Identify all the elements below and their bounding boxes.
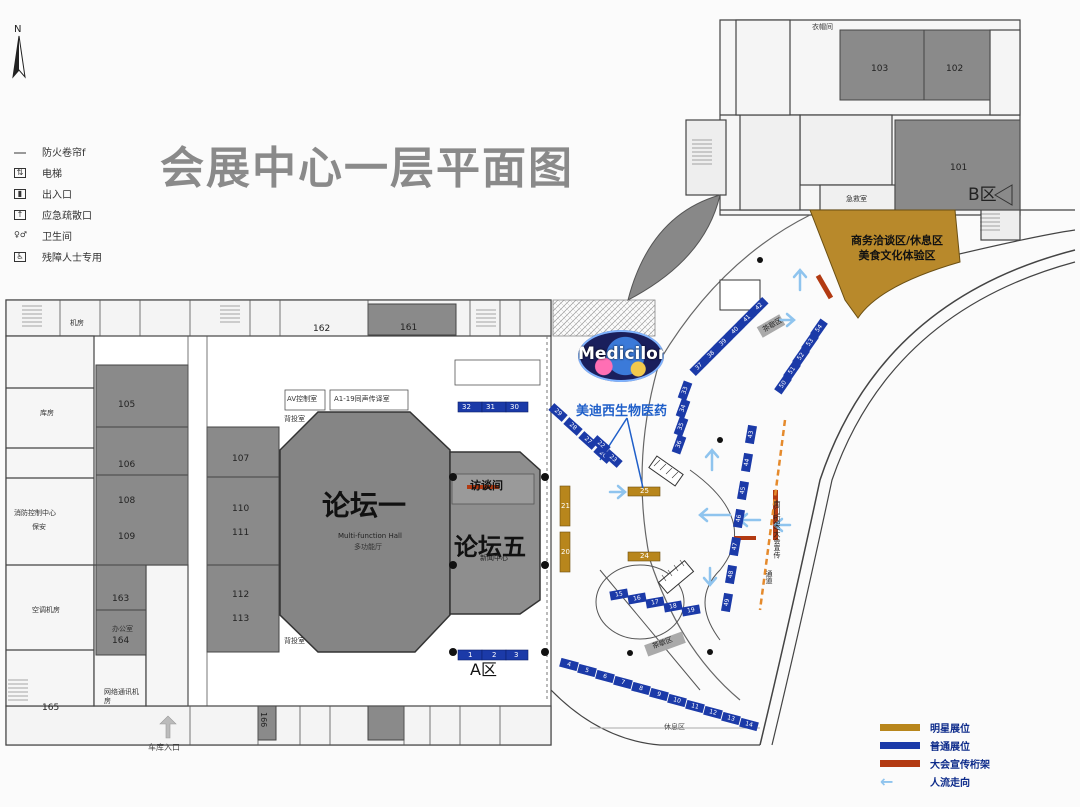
legend-item-emergency: ↑ 应急疏散口 <box>14 204 154 225</box>
booth-24[interactable]: 24 <box>640 552 649 560</box>
room-101: 101 <box>950 163 968 173</box>
food-label: 美食文化体验区 <box>858 249 936 262</box>
legend-booths: 明星展位 普通展位 大会宣传桁架 ← 人流走向 <box>880 718 1000 790</box>
forum-5-sub-label: 新闻中心 <box>480 554 508 562</box>
room-107: 107 <box>232 454 250 464</box>
booth-31[interactable]: 31 <box>486 403 495 411</box>
booth-1[interactable]: 1 <box>468 651 473 659</box>
logo-text: Medicilon <box>578 344 664 364</box>
room-164: 164 <box>112 636 130 646</box>
booth-32[interactable]: 32 <box>462 403 471 411</box>
legend-label: 卫生间 <box>42 232 72 243</box>
room-162: 162 <box>313 324 331 334</box>
coat-room-label: 衣帽间 <box>812 23 833 31</box>
legend-label: 电梯 <box>42 169 62 180</box>
legend-item-star: 明星展位 <box>880 718 1000 736</box>
flow-arrow-icon: ← <box>880 771 894 791</box>
garage-entrance-label: 车库入口 <box>148 743 180 752</box>
legend-label: 普通展位 <box>930 741 970 753</box>
booth-21[interactable]: 21 <box>561 502 570 510</box>
network-room-label: 网络通讯机房 <box>104 688 139 705</box>
legend-label: 人流走向 <box>930 777 970 789</box>
forum-1-sub-label: 多功能厅 <box>354 543 382 551</box>
warehouse-label: 库房 <box>40 409 54 417</box>
entrance-icon: ▮ <box>14 188 26 199</box>
legend-label: 明星展位 <box>930 723 970 735</box>
interview-room-label: 访谈间 <box>470 479 503 492</box>
accessible-icon: ♿ <box>14 251 26 262</box>
security-label: 保安 <box>32 523 46 531</box>
room-113: 113 <box>232 614 250 624</box>
legend-facilities: 防火卷帘f ⇅ 电梯 ▮ 出入口 ↑ 应急疏散口 ♀♂ 卫生间 ♿ 残障人士专用 <box>14 141 154 267</box>
room-165: 165 <box>42 703 60 713</box>
legend-item-entrance: ▮ 出入口 <box>14 183 154 204</box>
legend-label: 残障人士专用 <box>42 253 102 264</box>
room-111: 111 <box>232 528 250 538</box>
av-control-label: AV控制室 <box>287 395 318 403</box>
room-106: 106 <box>118 460 136 470</box>
room-109: 109 <box>118 532 136 542</box>
legend-item-normal: 普通展位 <box>880 736 1000 754</box>
exhibitor-name[interactable]: 美迪西生物医药 <box>576 404 668 419</box>
page-title: 会展中心一层平面图 <box>160 143 574 194</box>
forum-5-label[interactable]: 论坛五 <box>454 533 526 561</box>
booth-30[interactable]: 30 <box>510 403 519 411</box>
legend-label: 应急疏散口 <box>42 211 92 222</box>
room-103: 103 <box>871 64 889 74</box>
legend-item-truss: 大会宣传桁架 <box>880 754 1000 772</box>
rest-area-label: 休息区 <box>664 723 685 731</box>
legend-item-accessible: ♿ 残障人士专用 <box>14 246 154 267</box>
star-booth-swatch <box>880 723 920 731</box>
rear-projection-label-1: 背投室 <box>284 415 305 423</box>
forum-1-label[interactable]: 论坛一 <box>322 489 407 522</box>
normal-booth-swatch <box>880 741 920 749</box>
forum-1-en-label: Multi-function Hall <box>338 532 402 540</box>
booth-20[interactable]: 20 <box>561 548 570 556</box>
room-163: 163 <box>112 594 130 604</box>
ac-room-label: 空调机房 <box>32 606 60 614</box>
zone-a-label: A区 <box>470 660 497 679</box>
room-108: 108 <box>118 496 136 506</box>
room-161: 161 <box>400 323 418 333</box>
corridor-label: 通道 <box>765 570 773 584</box>
room-112: 112 <box>232 590 250 600</box>
emergency-exit-icon: ↑ <box>14 209 26 220</box>
room-166: 166 <box>259 712 268 728</box>
north-label: N <box>14 24 21 35</box>
fire-shutter-icon <box>14 151 26 154</box>
legend-item-flow: ← 人流走向 <box>880 772 1000 790</box>
fire-control-label: 消防控制中心 <box>14 509 56 517</box>
legend-label: 防火卷帘f <box>42 148 86 159</box>
booth-25[interactable]: 25 <box>640 487 649 495</box>
room-110: 110 <box>232 504 250 514</box>
interpretation-room-label: A1-19同声传译室 <box>334 395 390 403</box>
legend-label: 出入口 <box>42 190 72 201</box>
legend-item-fire-shutter: 防火卷帘f <box>14 141 154 162</box>
business-zone-label: 商务洽谈区/休息区 美食文化体验区 <box>842 233 952 263</box>
room-102: 102 <box>946 64 964 74</box>
medicilon-logo[interactable]: Medicilon <box>578 330 664 382</box>
truss-label: 南门桁架/大会宣传 <box>773 500 781 559</box>
legend-item-elevator: ⇅ 电梯 <box>14 162 154 183</box>
elevator-icon: ⇅ <box>14 167 26 178</box>
booth-3[interactable]: 3 <box>514 651 519 659</box>
zone-b-label: B区 <box>968 185 997 205</box>
legend-label: 大会宣传桁架 <box>930 759 990 771</box>
machine-room-label: 机房 <box>70 319 84 327</box>
north-arrow-icon: N <box>12 24 26 79</box>
rear-projection-label-2: 背投室 <box>284 637 305 645</box>
business-label: 商务洽谈区/休息区 <box>850 234 944 247</box>
office-label: 办公室 <box>112 625 133 633</box>
booth-2[interactable]: 2 <box>492 651 497 659</box>
truss-swatch <box>880 759 920 767</box>
first-aid-label: 急救室 <box>846 195 867 203</box>
restroom-icon: ♀♂ <box>14 229 28 239</box>
room-105: 105 <box>118 400 136 410</box>
legend-item-restroom: ♀♂ 卫生间 <box>14 225 154 246</box>
